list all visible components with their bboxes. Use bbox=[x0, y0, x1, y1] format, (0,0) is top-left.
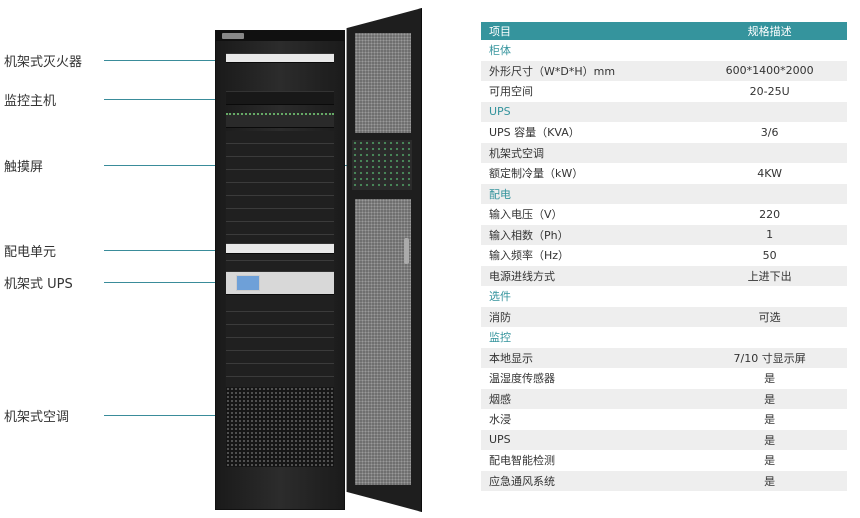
row-name: 消防 bbox=[481, 306, 693, 327]
table-category-row: 柜体 bbox=[481, 40, 847, 61]
table-row: 电源进线方式上进下出 bbox=[481, 265, 847, 286]
row-name: 可用空间 bbox=[489, 85, 533, 99]
table-row: 可用空间 20-25U bbox=[481, 81, 847, 102]
rack-cabinet bbox=[215, 30, 345, 510]
table-row: 烟感是 bbox=[481, 388, 847, 409]
row-name: 外形尺寸（W*D*H）mm bbox=[481, 60, 693, 81]
row-name: 输入相数（Ph） bbox=[481, 224, 693, 245]
row-name: 配电 bbox=[481, 183, 693, 204]
row-name: 输入频率（Hz） bbox=[489, 249, 570, 263]
row-value: 是 bbox=[692, 429, 847, 450]
callout-label: 触摸屏 bbox=[4, 159, 44, 175]
row-name: 监控 bbox=[489, 331, 511, 345]
row-name: 柜体 bbox=[489, 44, 511, 58]
row-value: 220 bbox=[759, 207, 781, 221]
callout-label: 机架式灭火器 bbox=[4, 54, 83, 70]
table-category-row: 配电 bbox=[481, 183, 847, 204]
row-value: 是 bbox=[764, 454, 776, 468]
row-name: 电源进线方式 bbox=[481, 265, 693, 286]
row-name: 水浸 bbox=[489, 413, 511, 427]
row-name: 烟感 bbox=[481, 388, 693, 409]
row-value bbox=[692, 40, 847, 61]
row-value: 是 bbox=[764, 372, 776, 386]
terminal-strip-unit bbox=[226, 113, 334, 128]
row-name: UPS bbox=[481, 429, 693, 450]
row-value: 是 bbox=[692, 388, 847, 409]
row-name: UPS 容量（KVA） bbox=[489, 126, 580, 140]
table-row: 额定制冷量（kW） 4KW bbox=[481, 163, 847, 184]
door-mesh-lower bbox=[355, 199, 411, 485]
callout-label: 监控主机 bbox=[4, 93, 57, 109]
spec-table-header: 项目 规格描述 bbox=[481, 22, 847, 40]
table-row: 消防可选 bbox=[481, 306, 847, 327]
brand-logo bbox=[222, 33, 244, 39]
row-name: 配电智能检测 bbox=[489, 454, 555, 468]
row-name: 应急通风系统 bbox=[481, 470, 693, 491]
row-value bbox=[692, 327, 847, 348]
blank-panels-upper bbox=[226, 131, 334, 326]
table-row: 温湿度传感器 是 bbox=[481, 368, 847, 389]
door-handle bbox=[404, 238, 409, 264]
row-value: 50 bbox=[762, 248, 777, 262]
row-name: 输入电压（V） bbox=[489, 208, 563, 222]
callout-label: 机架式空调 bbox=[4, 409, 70, 425]
callout-label: 配电单元 bbox=[4, 244, 57, 260]
ups-display bbox=[236, 275, 260, 291]
table-row: 输入电压（V） 220 bbox=[481, 204, 847, 225]
row-value: 1 bbox=[692, 224, 847, 245]
door-mesh-upper bbox=[355, 33, 411, 133]
cabinet-door bbox=[346, 8, 422, 512]
table-row: UPS 容量（KVA） 3/6 bbox=[481, 122, 847, 143]
callout-label: 机架式 UPS bbox=[4, 276, 73, 292]
row-value bbox=[692, 101, 847, 122]
touch-screen-panel bbox=[352, 140, 412, 190]
table-row: 配电智能检测 是 bbox=[481, 450, 847, 471]
rack-ac-vent bbox=[226, 387, 334, 467]
row-value: 可选 bbox=[692, 306, 847, 327]
rack-ups-unit bbox=[226, 271, 334, 295]
header-item: 项目 bbox=[481, 22, 693, 40]
table-category-row: 选件 bbox=[481, 286, 847, 307]
row-value: 上进下出 bbox=[692, 265, 847, 286]
table-category-row: UPS bbox=[481, 101, 847, 122]
power-distribution-unit bbox=[226, 243, 334, 254]
row-name: 本地显示 bbox=[481, 347, 693, 368]
row-value: 20-25U bbox=[749, 84, 790, 98]
table-row: 应急通风系统是 bbox=[481, 470, 847, 491]
row-value bbox=[692, 183, 847, 204]
table-row: 水浸 是 bbox=[481, 409, 847, 430]
fire-extinguisher-unit bbox=[226, 53, 334, 63]
table-row: 机架式空调 bbox=[481, 142, 847, 163]
row-value bbox=[692, 142, 847, 163]
header-spec: 规格描述 bbox=[692, 22, 847, 40]
monitor-host-unit bbox=[226, 91, 334, 105]
cabinet-top bbox=[216, 31, 344, 41]
row-name: 额定制冷量（kW） bbox=[489, 167, 584, 181]
row-name: UPS bbox=[481, 101, 693, 122]
table-category-row: 监控 bbox=[481, 327, 847, 348]
blank-panels-lower bbox=[226, 299, 334, 390]
row-name: 选件 bbox=[489, 290, 511, 304]
row-name: 温湿度传感器 bbox=[489, 372, 555, 386]
row-value: 是 bbox=[692, 470, 847, 491]
row-value: 4KW bbox=[757, 166, 782, 180]
row-value: 7/10 寸显示屏 bbox=[692, 347, 847, 368]
row-value bbox=[692, 286, 847, 307]
row-name: 机架式空调 bbox=[481, 142, 693, 163]
table-row: 输入频率（Hz） 50 bbox=[481, 245, 847, 266]
row-value: 600*1400*2000 bbox=[692, 60, 847, 81]
table-row: 输入相数（Ph）1 bbox=[481, 224, 847, 245]
row-value: 3/6 bbox=[760, 125, 779, 139]
row-value: 是 bbox=[764, 413, 776, 427]
